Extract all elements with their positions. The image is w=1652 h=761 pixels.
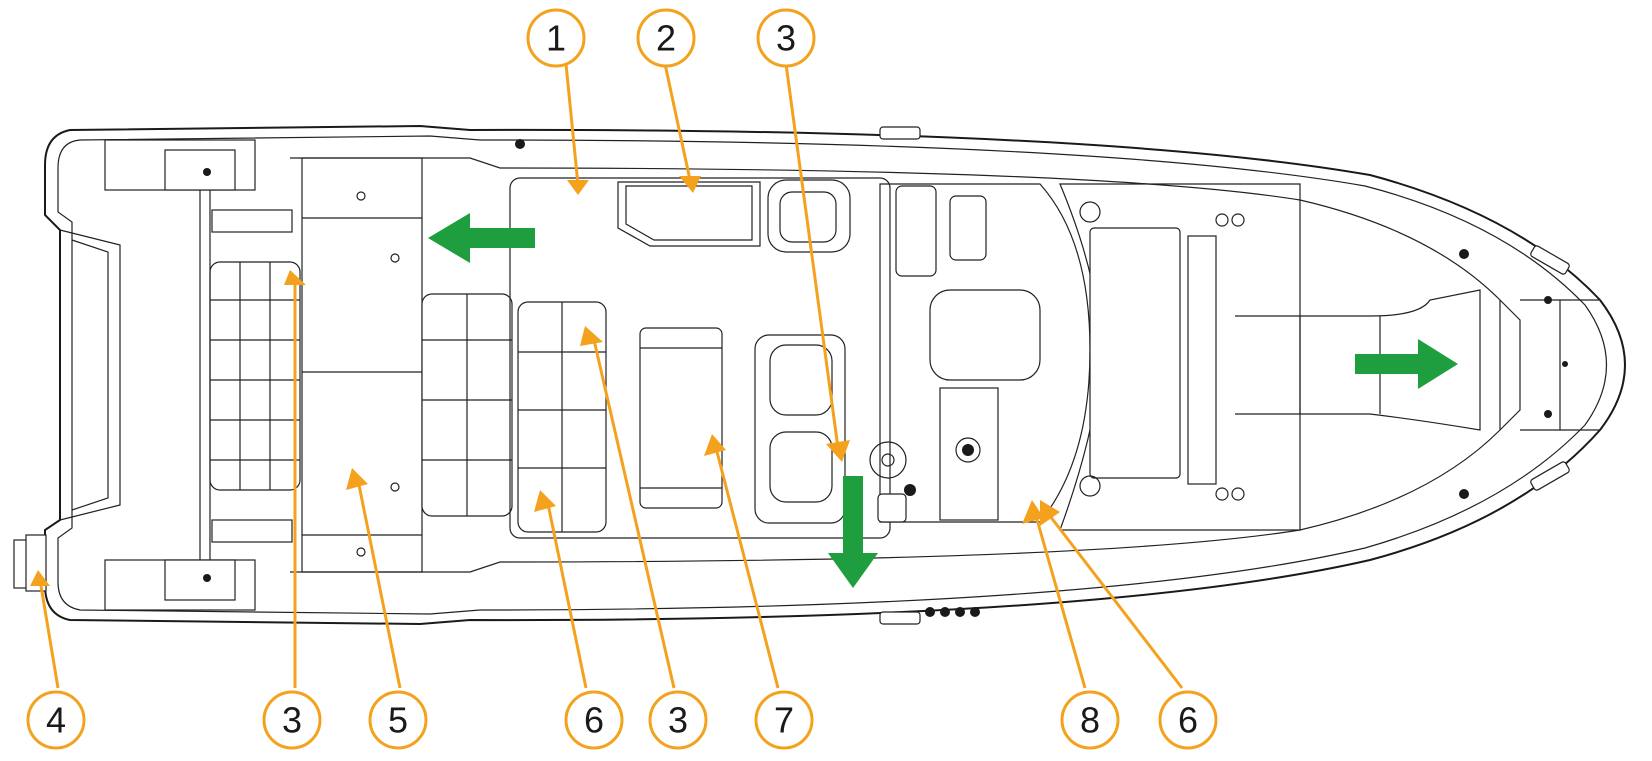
svg-text:6: 6 (584, 700, 604, 741)
grate-top (211, 209, 293, 233)
leader-lines (30, 63, 1184, 689)
bow-arrow (1355, 339, 1458, 389)
side-hardware (515, 126, 1570, 625)
callout-3-bottom-left: 3 (262, 690, 322, 750)
starboard-arrow (828, 476, 878, 588)
helm-console (869, 183, 1091, 523)
callout-8-bottom: 8 (1060, 690, 1120, 750)
callout-6-bottom-right: 6 (1158, 690, 1218, 750)
aft-arrow (428, 213, 535, 263)
callout-3-top: 3 (756, 8, 816, 68)
svg-text:3: 3 (282, 700, 302, 741)
callout-7-bottom: 7 (754, 690, 814, 750)
callouts: 1 2 3 4 3 5 6 3 (26, 8, 1218, 750)
svg-text:7: 7 (774, 700, 794, 741)
callout-6-bottom-left: 6 (564, 690, 624, 750)
svg-text:4: 4 (46, 700, 66, 741)
svg-text:6: 6 (1178, 700, 1198, 741)
svg-text:3: 3 (668, 700, 688, 741)
grate-bottom (211, 519, 293, 543)
callout-4-bottom: 4 (26, 690, 86, 750)
svg-text:8: 8 (1080, 700, 1100, 741)
callout-3-bottom-mid: 3 (648, 690, 708, 750)
svg-text:5: 5 (388, 700, 408, 741)
callout-1-top: 1 (526, 8, 586, 68)
svg-text:1: 1 (546, 18, 566, 59)
forward-deck (1059, 183, 1568, 531)
stern-area (13, 139, 301, 611)
svg-text:3: 3 (776, 18, 796, 59)
flow-arrows (428, 213, 1458, 588)
svg-text:2: 2 (656, 18, 676, 59)
callout-5-bottom: 5 (368, 690, 428, 750)
aft-cockpit (301, 157, 513, 573)
center-deck (509, 177, 891, 539)
callout-2-top: 2 (636, 8, 696, 68)
